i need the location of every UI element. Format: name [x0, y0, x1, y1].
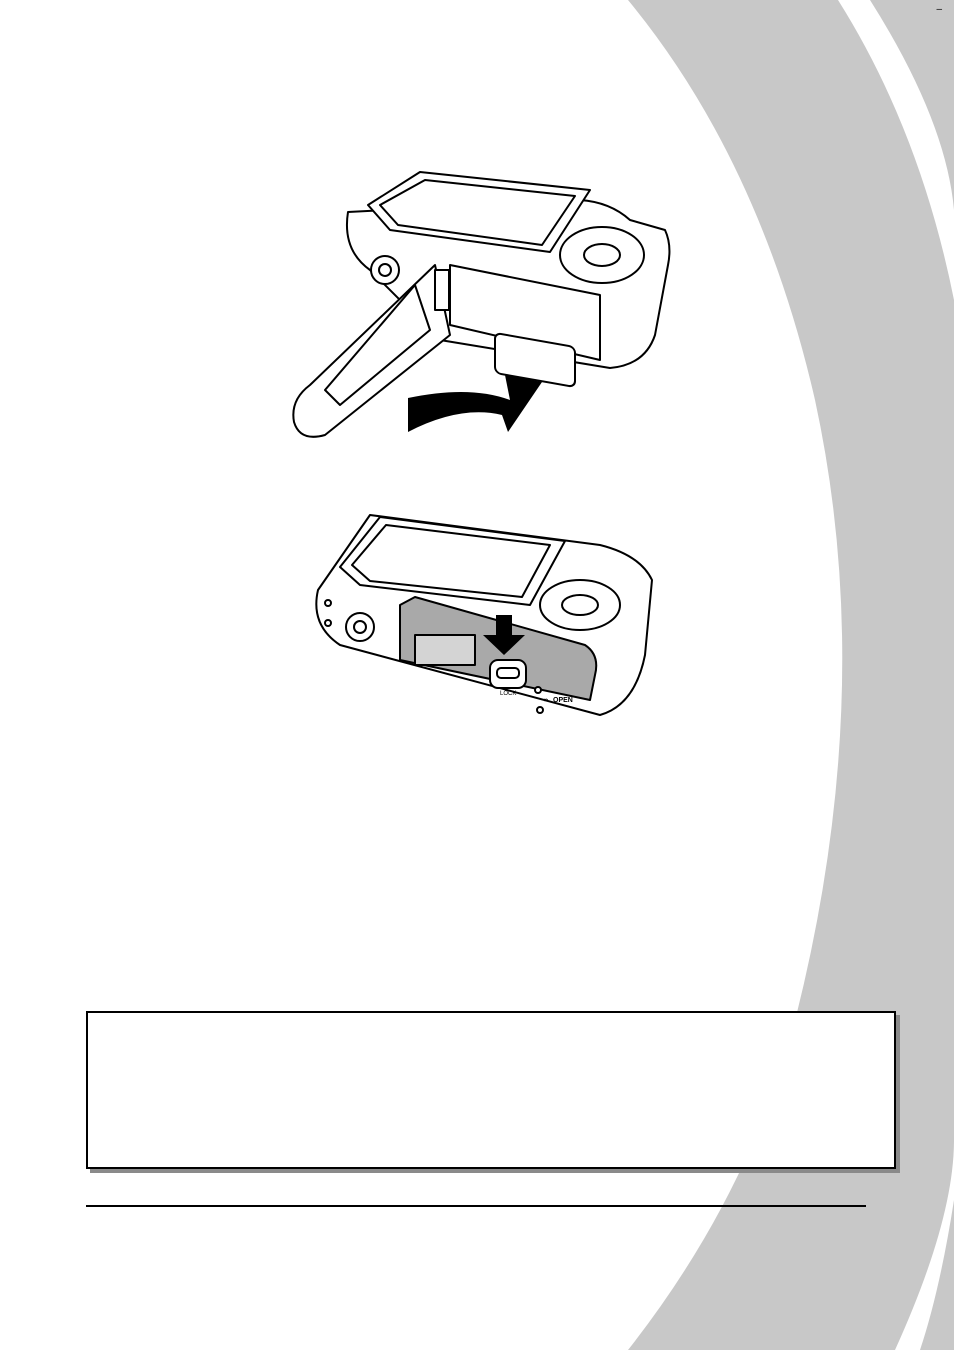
battery-slot: [494, 332, 576, 388]
white-stripe-arc: [838, 0, 954, 300]
camera-open-cover-illustration: [292, 171, 671, 438]
note-box: [86, 1011, 896, 1169]
white-stripe-arc-lower: [895, 1140, 954, 1350]
lock-label: LOCK: [500, 691, 516, 697]
camera-screen-inner: [379, 179, 576, 246]
control-dial-center: [561, 594, 599, 616]
door-hinge: [434, 269, 450, 311]
corner-page-mark: –: [936, 4, 942, 15]
door-window: [414, 634, 476, 666]
camera-lock-cover-illustration: LOCK OPEN »: [315, 514, 653, 716]
control-dial-center: [583, 243, 621, 267]
rotate-arrow-icon: [408, 375, 542, 432]
footer-rule: [86, 1205, 866, 1207]
slide-down-arrow-icon: [483, 615, 525, 655]
battery-door: [292, 264, 451, 438]
open-arrows-icon: »: [544, 696, 549, 704]
camera-screen-inner: [351, 524, 551, 598]
open-label: OPEN: [553, 697, 573, 704]
